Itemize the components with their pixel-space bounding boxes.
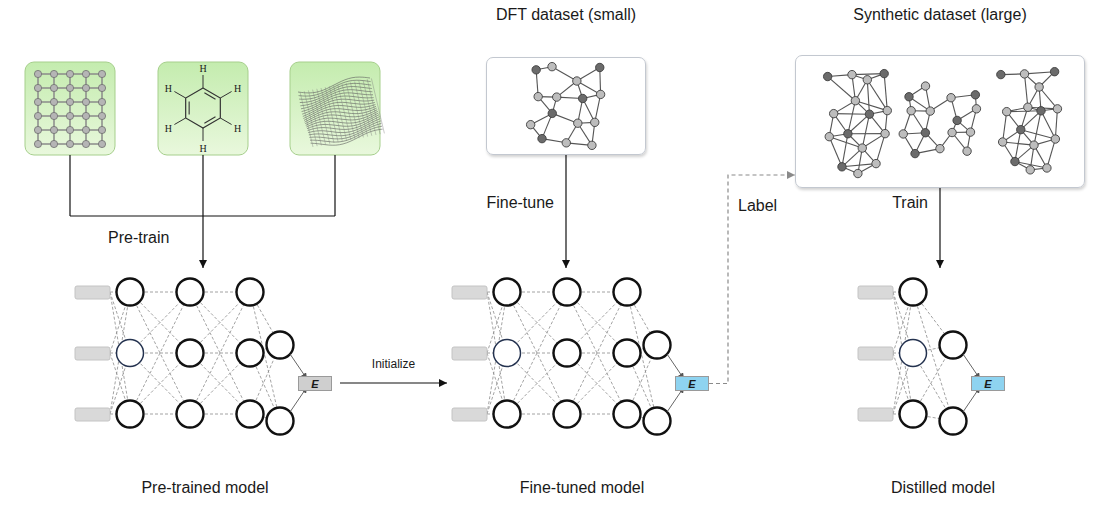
neural-network [858, 279, 980, 435]
crystal-structure [899, 82, 981, 158]
model-caption: Distilled model [853, 479, 1033, 497]
dataset-box: Synthetic dataset (large) [795, 6, 1085, 188]
energy-output: E [971, 376, 1005, 391]
source-panel [25, 62, 115, 155]
model-caption: Pre-trained model [70, 479, 340, 497]
merge-lines [70, 155, 335, 268]
network-block: Pre-trained model E [70, 268, 340, 502]
network-block: Distilled model E [853, 268, 1033, 502]
atom-label: H [165, 123, 172, 134]
dataset-frame [795, 55, 1085, 188]
crystal-structure [526, 62, 604, 149]
dataset-heading: Synthetic dataset (large) [755, 6, 1108, 24]
arrow-connector [565, 155, 566, 268]
crystal-lattice [34, 70, 105, 147]
energy-symbol: E [688, 378, 695, 390]
atom-label: H [199, 143, 206, 154]
model-caption: Fine-tuned model [447, 479, 717, 497]
graphene-sheet [298, 77, 384, 147]
edge-label: Train [890, 194, 930, 212]
dashed-connector [709, 175, 795, 384]
atom-label: H [234, 123, 241, 134]
dataset-heading: DFT dataset (small) [446, 6, 686, 24]
atom-label: H [199, 63, 206, 74]
dataset-frame [486, 57, 646, 155]
neural-network [75, 279, 307, 435]
edge-label: Initialize [370, 357, 417, 371]
source-panel [158, 62, 248, 155]
energy-output: E [675, 376, 709, 391]
energy-symbol: E [984, 378, 991, 390]
step-label: Pre-train [108, 229, 169, 247]
energy-symbol: E [311, 378, 318, 390]
energy-output: E [298, 376, 332, 391]
atom-label: H [165, 83, 172, 94]
edge-label: Fine-tune [484, 194, 556, 212]
dataset-box: DFT dataset (small) [486, 6, 646, 155]
arrow-connector [939, 188, 940, 268]
crystal-structure [997, 67, 1062, 174]
crystal-structure [823, 69, 891, 177]
source-panel [290, 62, 380, 155]
atom-label: H [234, 83, 241, 94]
edge-label: Label [736, 197, 779, 215]
neural-network [452, 279, 684, 435]
network-block: Fine-tuned model E [447, 268, 717, 502]
benzene-molecule [174, 75, 231, 141]
arrow-connector [340, 382, 447, 383]
